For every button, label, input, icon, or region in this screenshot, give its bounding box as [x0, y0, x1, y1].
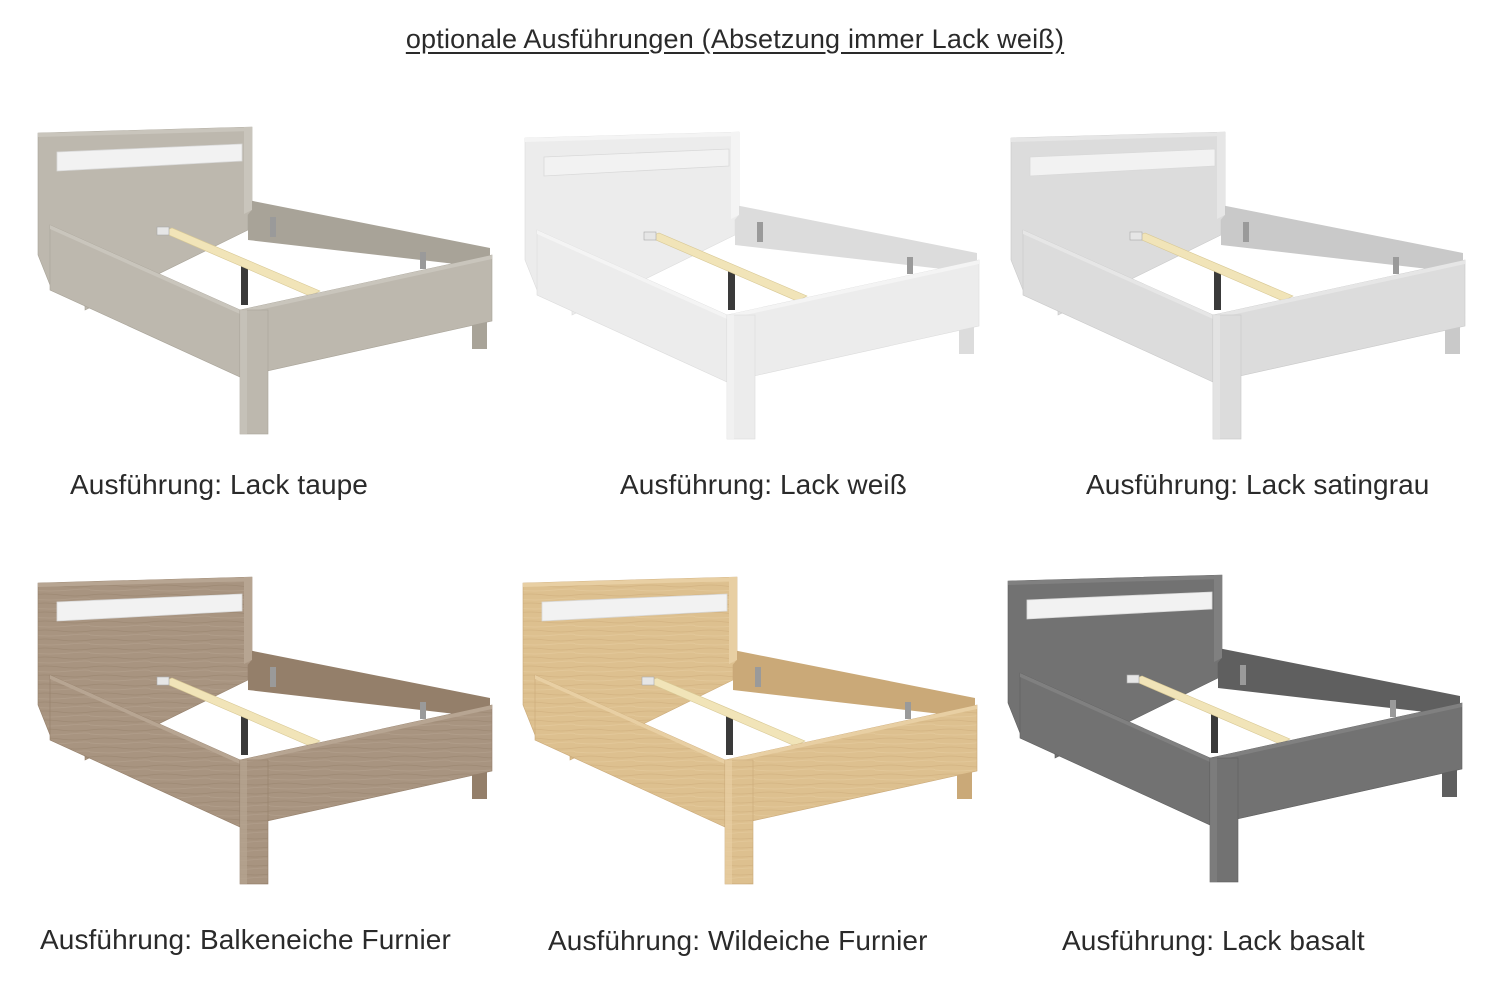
side-rail-top [537, 230, 727, 319]
foot-rail-top [240, 255, 492, 314]
slat-holder [643, 231, 657, 241]
slat-support [241, 715, 248, 755]
front-leg-edge [1210, 758, 1217, 882]
headboard-top [1008, 575, 1222, 585]
caption-balkeneiche-furnier: Ausführung: Balkeneiche Furnier [40, 924, 451, 955]
headboard-edge [244, 127, 252, 214]
back-rail [248, 200, 490, 268]
rail-hook [757, 222, 763, 242]
caption-lack-taupe: Ausführung: Lack taupe [70, 469, 368, 500]
rail-hook [270, 667, 276, 687]
front-leg-edge [727, 315, 734, 439]
side-rail-top [535, 675, 725, 764]
accent-panel [56, 593, 243, 622]
slat-support [728, 270, 735, 310]
bed-image [1007, 574, 1463, 883]
headboard-top [38, 127, 252, 137]
bed-image [522, 576, 978, 885]
caption-wildeiche-furnier: Ausführung: Wildeiche Furnier [548, 925, 928, 956]
accent-panel [1029, 148, 1216, 177]
foot-rail-top [1213, 260, 1465, 319]
page-title: optionale Ausführungen (Absetzung immer … [405, 24, 1065, 54]
headboard-edge [729, 577, 737, 664]
front-leg-edge [1213, 315, 1220, 439]
headboard-edge [1214, 575, 1222, 662]
front-leg-edge [240, 760, 247, 884]
back-rail [733, 650, 975, 718]
slat-support [726, 715, 733, 755]
front-leg-edge [240, 310, 247, 434]
slat-support [1211, 713, 1218, 753]
rail-hook [270, 217, 276, 237]
foot-rail-top [727, 260, 979, 319]
accent-panel [543, 148, 730, 177]
foot-rail-top [240, 705, 492, 764]
front-leg-edge [725, 760, 732, 884]
bed-image [37, 126, 493, 435]
rail-hook [1390, 700, 1396, 717]
headboard-top [525, 132, 739, 142]
side-rail-top [50, 225, 240, 314]
foot-rail-top [1210, 703, 1462, 762]
headboard-top [1011, 132, 1225, 142]
bed-image [524, 131, 980, 440]
slat-support [1214, 270, 1221, 310]
back-rail [1221, 205, 1463, 273]
headboard-edge [731, 132, 739, 219]
rail-hook [1240, 665, 1246, 685]
slat-holder [156, 226, 170, 236]
slat-holder [641, 676, 655, 686]
rail-hook [907, 257, 913, 274]
back-rail [735, 205, 977, 273]
slat-holder [156, 676, 170, 686]
slat-holder [1126, 674, 1140, 684]
rail-hook [1243, 222, 1249, 242]
headboard-edge [1217, 132, 1225, 219]
bed-image [1010, 131, 1466, 440]
side-rail-top [50, 675, 240, 764]
foot-rail-top [725, 705, 977, 764]
accent-panel [541, 593, 728, 622]
back-rail [1218, 648, 1460, 716]
side-rail-top [1020, 673, 1210, 762]
headboard-top [523, 577, 737, 587]
accent-panel [1026, 591, 1213, 620]
rail-hook [420, 702, 426, 719]
caption-lack-weiss: Ausführung: Lack weiß [620, 469, 907, 500]
slat-support [241, 265, 248, 305]
accent-panel [56, 143, 243, 172]
slat-holder [1129, 231, 1143, 241]
side-rail-top [1023, 230, 1213, 319]
headboard-top [38, 577, 252, 587]
bed-image [37, 576, 493, 885]
headboard-edge [244, 577, 252, 664]
rail-hook [755, 667, 761, 687]
caption-lack-satingrau: Ausführung: Lack satingrau [1086, 469, 1430, 500]
rail-hook [905, 702, 911, 719]
caption-lack-basalt: Ausführung: Lack basalt [1062, 925, 1365, 956]
rail-hook [420, 252, 426, 269]
back-rail [248, 650, 490, 718]
rail-hook [1393, 257, 1399, 274]
